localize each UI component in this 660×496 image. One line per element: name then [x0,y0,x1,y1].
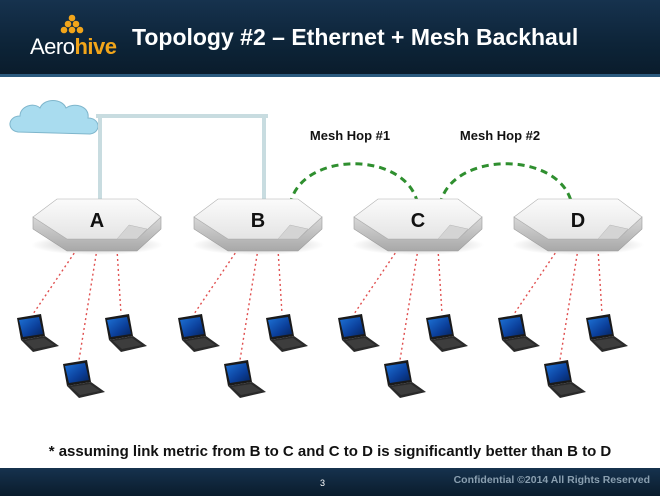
laptop-client-icon [266,314,308,352]
wireless-link [78,248,98,361]
logo-hive-icon [60,14,84,34]
wireless-link [399,248,419,361]
footer-bar: 3 Confidential ©2014 All Rights Reserved [0,468,660,496]
wireless-link [116,248,122,315]
laptop-client-icon [586,314,628,352]
wireless-link [32,248,78,315]
internet-cloud-icon [9,100,99,135]
laptop-client-icon [224,360,266,398]
mesh-hop-2-link [438,162,574,206]
laptop-client-icon [105,314,147,352]
wireless-link [513,248,559,315]
access-point-label: B [251,210,265,232]
laptop-client-icon [17,314,59,352]
wireless-link [597,248,603,315]
access-point-label: C [411,210,425,232]
laptop-client-icon [63,360,105,398]
wireless-link [277,248,283,315]
header-bar: Aerohive Topology #2 – Ethernet + Mesh B… [0,0,660,77]
ethernet-wires [96,114,268,206]
wireless-link [437,248,443,315]
page-number: 3 [320,478,326,488]
laptop-client-icon [178,314,220,352]
mesh-hop-1-label: Mesh Hop #1 [310,128,390,143]
network-topology-diagram: Mesh Hop #1 Mesh Hop #2 A B C D [9,100,644,398]
confidential-notice: Confidential ©2014 All Rights Reserved [453,474,650,486]
wireless-link [559,248,579,361]
access-point-a: A [17,198,163,398]
wireless-link [353,248,399,315]
footnote: * assuming link metric from B to C and C… [48,443,612,460]
laptop-client-icon [426,314,468,352]
wireless-link [193,248,239,315]
laptop-client-icon [384,360,426,398]
laptop-client-icon [338,314,380,352]
mesh-hop-1-link [288,162,420,206]
access-point-label: D [571,210,585,232]
slide-title: Topology #2 – Ethernet + Mesh Backhaul [132,24,579,50]
logo-suffix: hive [74,34,117,59]
mesh-hop-2-label: Mesh Hop #2 [460,128,540,143]
access-point-d: D [498,198,644,398]
logo-prefix: Aero [30,34,75,59]
wireless-link [239,248,259,361]
access-point-b: B [178,198,324,398]
access-point-c: C [338,198,484,398]
laptop-client-icon [544,360,586,398]
access-point-label: A [90,210,104,232]
aerohive-logo: Aerohive [30,14,117,66]
laptop-client-icon [498,314,540,352]
